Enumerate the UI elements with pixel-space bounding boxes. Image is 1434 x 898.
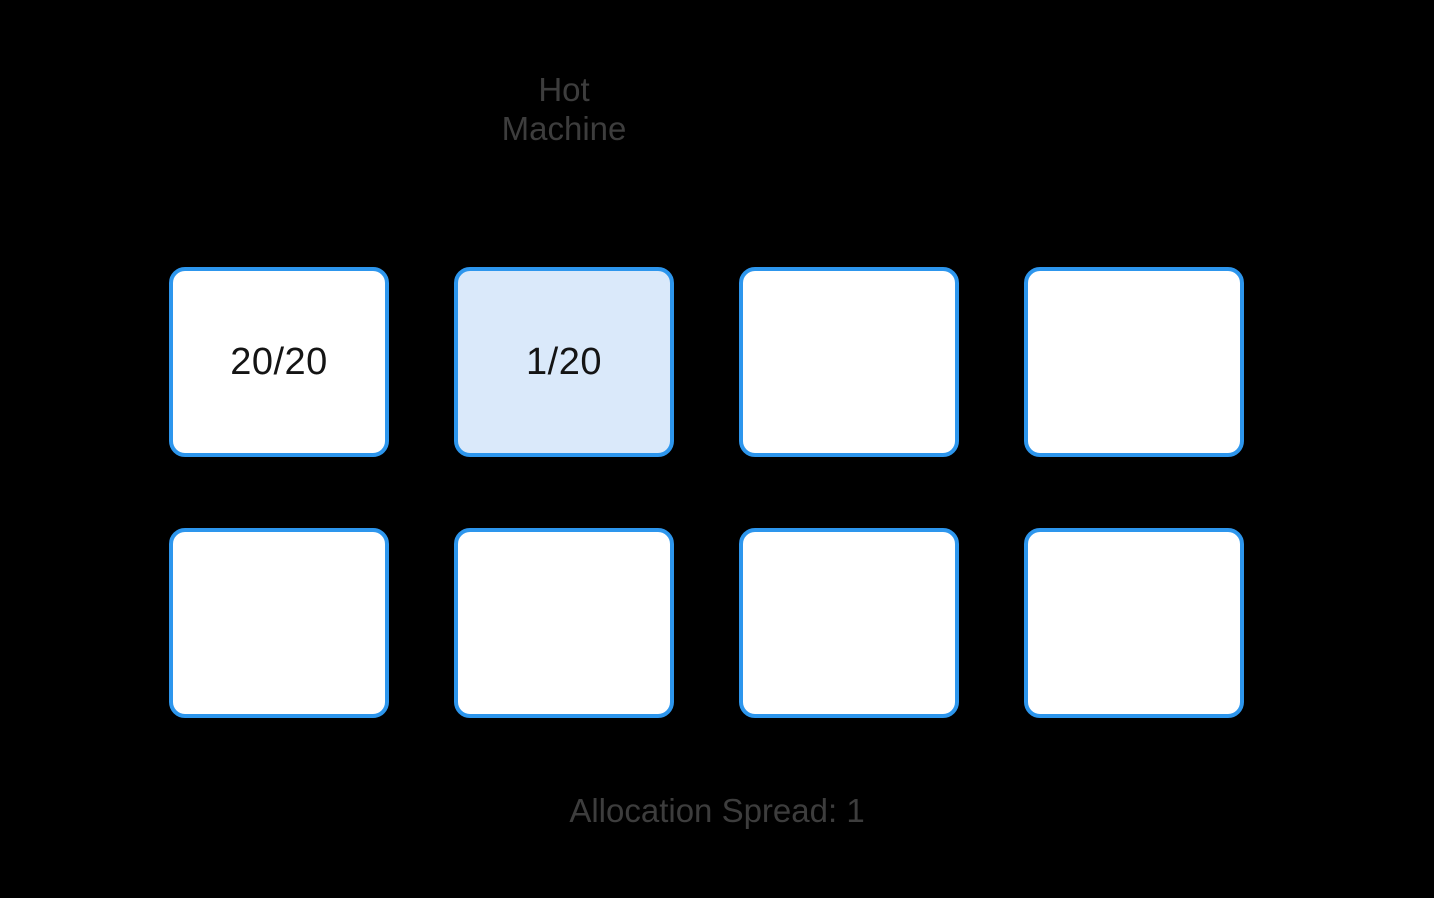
machine-box-3: [739, 267, 959, 457]
machine-box-1: 20/20: [169, 267, 389, 457]
hot-machine-label: Hot Machine: [501, 71, 627, 147]
machine-box-6: [454, 528, 674, 718]
machine-box-5: [169, 528, 389, 718]
allocation-spread-label: Allocation Spread: 1: [569, 792, 865, 829]
machine-box-2: 1/20: [454, 267, 674, 457]
machine-box-4: [1024, 267, 1244, 457]
machine-count-label: 1/20: [526, 340, 602, 383]
machine-count-label: 20/20: [230, 340, 328, 383]
machine-box-8: [1024, 528, 1244, 718]
machine-box-7: [739, 528, 959, 718]
machine-grid: 20/20 1/20: [169, 267, 1244, 718]
